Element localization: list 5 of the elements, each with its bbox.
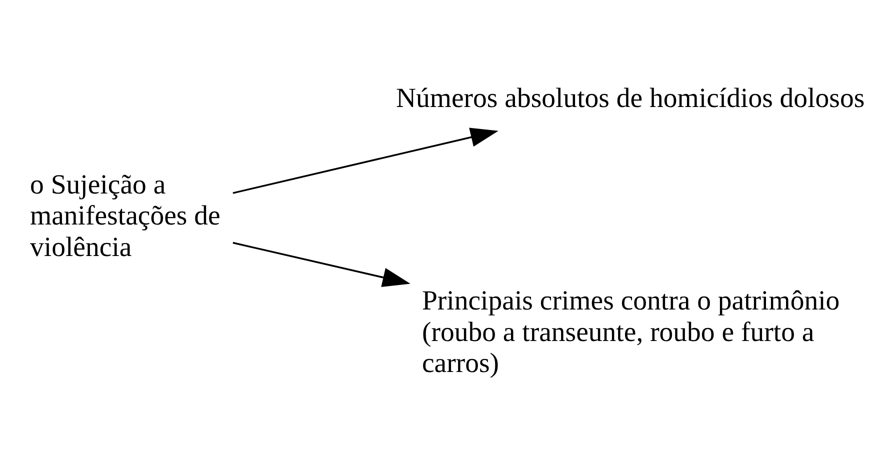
arrow	[232, 127, 498, 194]
node-text: Principais crimes contra o patrimônio (roubo a transeunte, roubo e furto a carros)	[422, 285, 840, 379]
node-text: Números absolutos de homicídios dolosos	[396, 82, 865, 114]
arrow	[232, 241, 410, 286]
node-text: o Sujeição a manifestações de violência	[30, 168, 220, 262]
